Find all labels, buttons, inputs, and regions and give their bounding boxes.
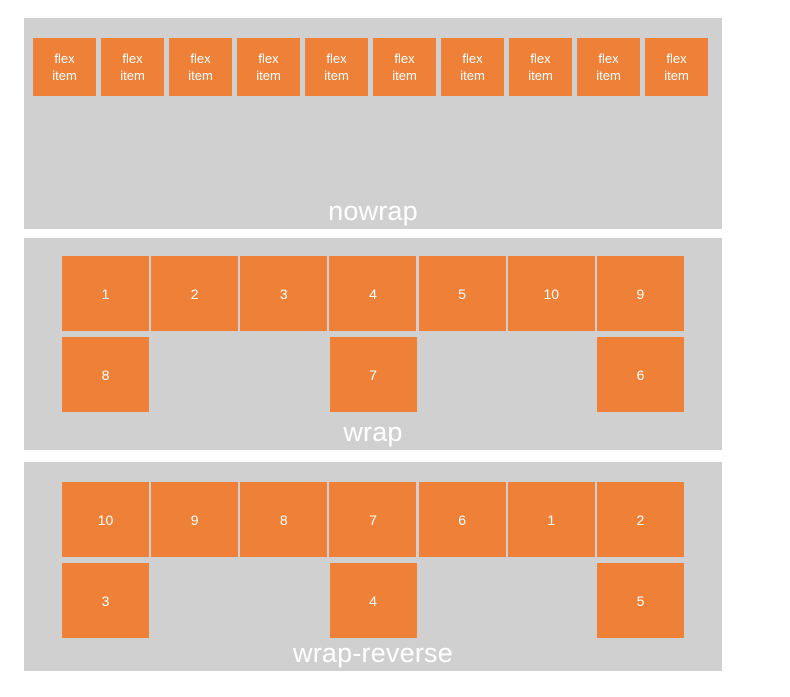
flex-item: 10 (62, 482, 149, 557)
flex-item-line1: flex (666, 51, 687, 66)
flex-item: 6 (597, 337, 684, 412)
flex-item: 5 (597, 563, 684, 638)
flex-item-line2: item (596, 68, 621, 83)
flex-item: 4 (329, 256, 417, 331)
flex-item-line2: item (528, 68, 553, 83)
flex-item: 5 (418, 256, 506, 331)
flex-item: flex item (237, 38, 300, 96)
flex-item: 3 (240, 256, 328, 331)
flex-item: flex item (33, 38, 96, 96)
flex-item: 6 (418, 482, 506, 557)
flex-item-line1: flex (326, 51, 347, 66)
flex-container-nowrap: flex item flex item flex item flex item … (24, 18, 722, 229)
container-label-wrap-reverse: wrap-reverse (293, 638, 453, 668)
flex-item-line2: item (120, 68, 145, 83)
flex-item: 2 (151, 256, 239, 331)
flex-item-line2: item (188, 68, 213, 83)
flex-item: 8 (240, 482, 328, 557)
flex-item: 7 (329, 482, 417, 557)
flex-container-wrap-reverse: 10 9 8 7 6 1 2 3 4 5 wrap-reverse (24, 462, 722, 671)
flex-item: flex item (509, 38, 572, 96)
flex-item-line2: item (52, 68, 77, 83)
flex-item: flex item (305, 38, 368, 96)
flex-item: flex item (373, 38, 436, 96)
flex-item: 8 (62, 337, 149, 412)
flex-item-line2: item (664, 68, 689, 83)
flex-item: flex item (577, 38, 640, 96)
flex-item-line2: item (324, 68, 349, 83)
flex-item: flex item (169, 38, 232, 96)
flex-item: flex item (645, 38, 708, 96)
flex-item: 9 (151, 482, 239, 557)
flex-item: 3 (62, 563, 149, 638)
flex-item: 1 (62, 256, 149, 331)
flex-item: 9 (596, 256, 684, 331)
flex-item: 7 (329, 337, 417, 412)
flex-item-line2: item (460, 68, 485, 83)
flex-item-line1: flex (598, 51, 619, 66)
flex-item-line1: flex (122, 51, 143, 66)
flex-item-line1: flex (394, 51, 415, 66)
flex-item-line1: flex (530, 51, 551, 66)
container-label-nowrap: nowrap (328, 196, 418, 226)
flex-item: 10 (507, 256, 595, 331)
flex-item-line2: item (392, 68, 417, 83)
flex-item-line1: flex (54, 51, 75, 66)
flex-container-wrap: 1 2 3 4 5 10 9 8 7 6 wrap (24, 238, 722, 450)
flex-item: 2 (596, 482, 684, 557)
flex-item-line1: flex (190, 51, 211, 66)
flex-item-line1: flex (258, 51, 279, 66)
container-label-wrap: wrap (343, 417, 403, 447)
flex-item-line1: flex (462, 51, 483, 66)
flex-item: 4 (329, 563, 417, 638)
flex-item: flex item (441, 38, 504, 96)
flex-item: flex item (101, 38, 164, 96)
flex-item-line2: item (256, 68, 281, 83)
flex-item: 1 (507, 482, 595, 557)
